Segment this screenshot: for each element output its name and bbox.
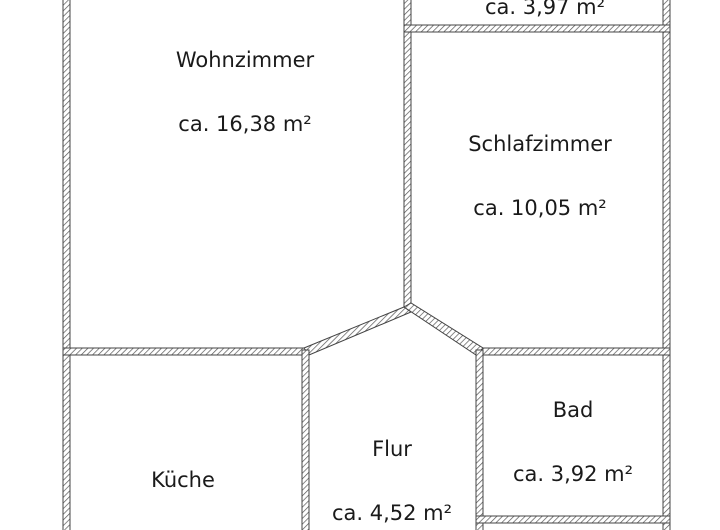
wall-wohnzimmer-right <box>403 0 412 308</box>
walls <box>62 0 671 530</box>
wall-diagonal-left <box>303 306 413 356</box>
wall-top-right-bottom <box>403 24 671 33</box>
room-wohnzimmer-name: Wohnzimmer <box>176 48 315 72</box>
wall-schlafzimmer-bottom <box>475 347 671 356</box>
room-wohnzimmer-area: ca. 16,38 m² <box>178 112 311 136</box>
room-flur-name: Flur <box>372 437 412 461</box>
room-flur-area: ca. 4,52 m² <box>332 501 452 525</box>
wall-kueche-flur <box>301 349 310 530</box>
wall-bad-bottom <box>475 515 671 524</box>
room-bad-area: ca. 3,92 m² <box>513 462 633 486</box>
room-top-right-area: ca. 3,97 m² <box>485 0 605 19</box>
room-labels: ca. 3,97 m² Wohnzimmer ca. 16,38 m² Schl… <box>151 0 633 525</box>
wall-outer-left <box>62 0 71 530</box>
wall-diagonal-right <box>403 302 484 356</box>
wall-flur-bad <box>475 349 484 530</box>
room-bad-name: Bad <box>553 398 594 422</box>
wall-outer-right <box>662 0 671 530</box>
room-schlafzimmer-name: Schlafzimmer <box>468 132 612 156</box>
room-schlafzimmer-area: ca. 10,05 m² <box>473 196 606 220</box>
room-kueche-name: Küche <box>151 468 215 492</box>
wall-wohnzimmer-bottom <box>62 347 310 356</box>
